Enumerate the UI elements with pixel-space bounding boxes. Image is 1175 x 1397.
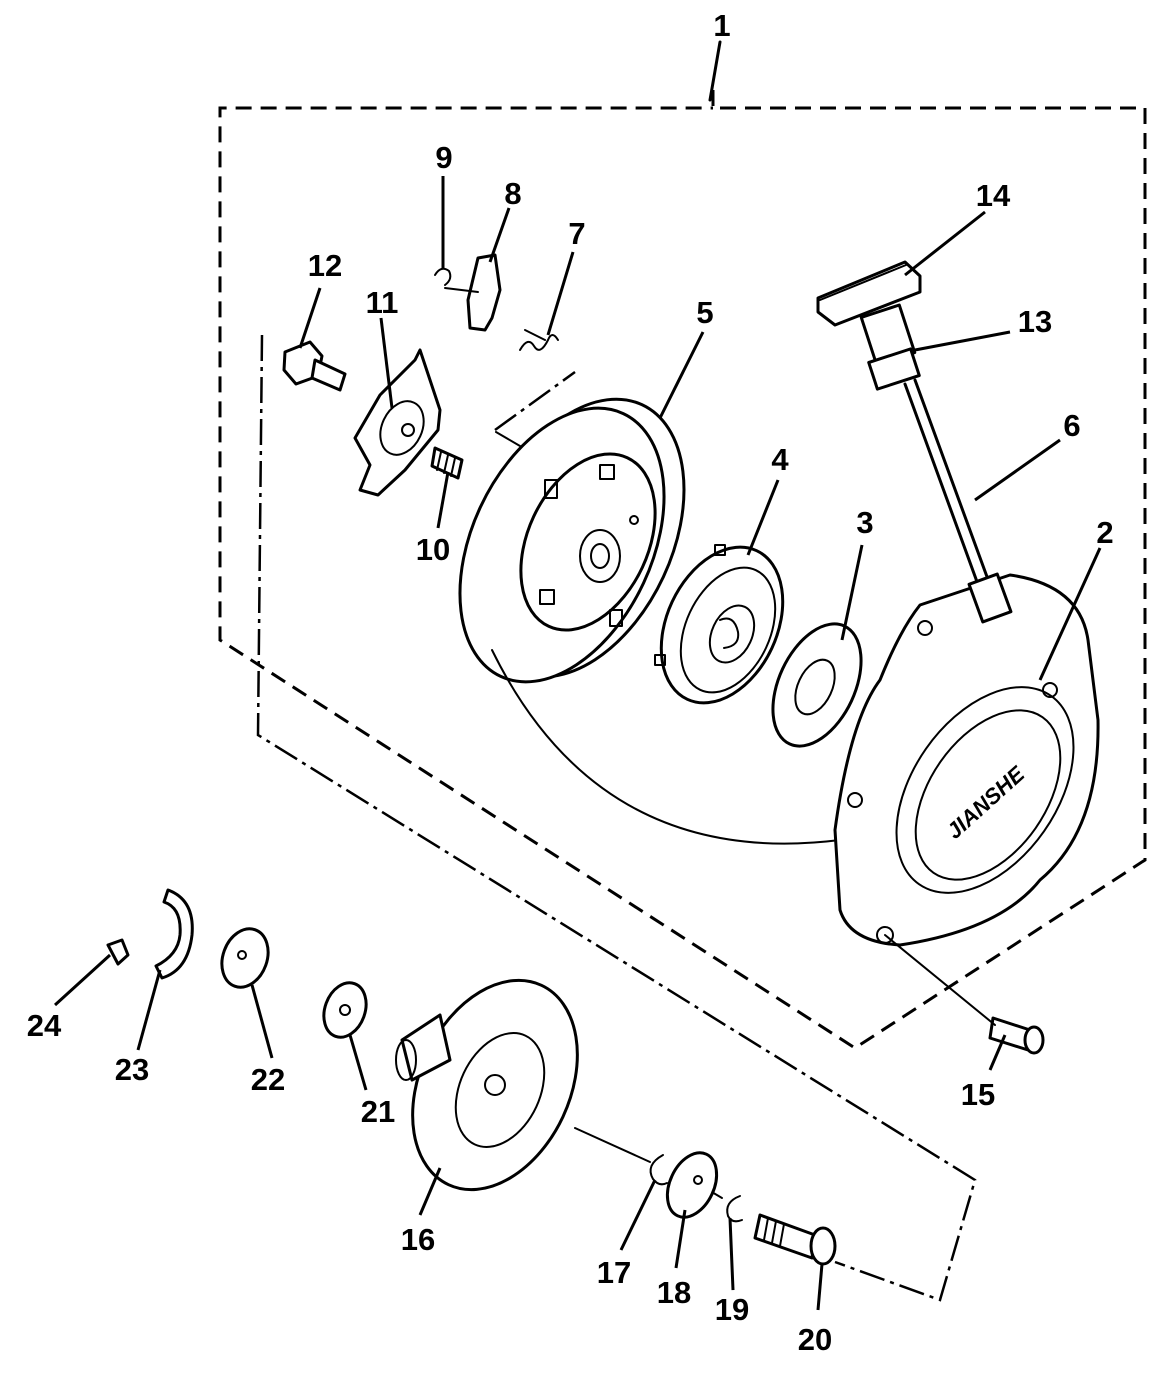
callout-2: 2 bbox=[1096, 515, 1113, 550]
callout-24: 24 bbox=[27, 1008, 62, 1043]
callout-20: 20 bbox=[798, 1322, 832, 1357]
ratchet-spring bbox=[430, 446, 464, 480]
callout-9: 9 bbox=[435, 140, 452, 175]
part-23 bbox=[154, 888, 194, 980]
starter-rope bbox=[903, 378, 1013, 624]
clip-19 bbox=[726, 1195, 743, 1223]
callout-12: 12 bbox=[308, 248, 342, 283]
callout-15: 15 bbox=[961, 1077, 995, 1112]
callout-labels: 1 2 3 4 5 6 7 8 9 10 11 12 13 14 15 16 1… bbox=[27, 8, 1114, 1357]
bolt-20 bbox=[753, 1213, 837, 1266]
callout-5: 5 bbox=[696, 295, 713, 330]
callout-21: 21 bbox=[361, 1094, 395, 1129]
callout-6: 6 bbox=[1063, 408, 1080, 443]
starter-housing: JIANSHE bbox=[833, 573, 1100, 947]
part-22 bbox=[220, 927, 270, 989]
ratchet-bolt bbox=[282, 340, 347, 392]
callout-14: 14 bbox=[976, 178, 1011, 213]
callout-11: 11 bbox=[366, 285, 399, 320]
callout-17: 17 bbox=[597, 1255, 631, 1290]
callout-10: 10 bbox=[416, 532, 450, 567]
clip-17 bbox=[649, 1154, 668, 1186]
leader-lines bbox=[53, 176, 1102, 1311]
callout-4: 4 bbox=[771, 442, 789, 477]
callout-22: 22 bbox=[251, 1062, 285, 1097]
callout-16: 16 bbox=[401, 1222, 435, 1257]
part-21 bbox=[322, 981, 368, 1039]
assembly-boundary bbox=[218, 40, 1147, 1050]
callout-18: 18 bbox=[657, 1275, 691, 1310]
callout-1: 1 bbox=[713, 8, 730, 43]
drive-pulley bbox=[395, 978, 579, 1192]
part-24 bbox=[106, 938, 130, 966]
callout-8: 8 bbox=[504, 176, 521, 211]
callout-13: 13 bbox=[1018, 304, 1052, 339]
callout-7: 7 bbox=[568, 216, 585, 251]
ratchet-plate bbox=[353, 348, 442, 497]
reel-pulley bbox=[458, 397, 841, 845]
pawl-assembly bbox=[434, 253, 559, 351]
callout-3: 3 bbox=[856, 505, 873, 540]
washer-18 bbox=[665, 1151, 719, 1219]
spring-case bbox=[654, 544, 785, 705]
callout-23: 23 bbox=[115, 1052, 149, 1087]
screw-15 bbox=[884, 934, 1045, 1055]
callout-19: 19 bbox=[715, 1292, 749, 1327]
starter-handle bbox=[816, 260, 922, 391]
